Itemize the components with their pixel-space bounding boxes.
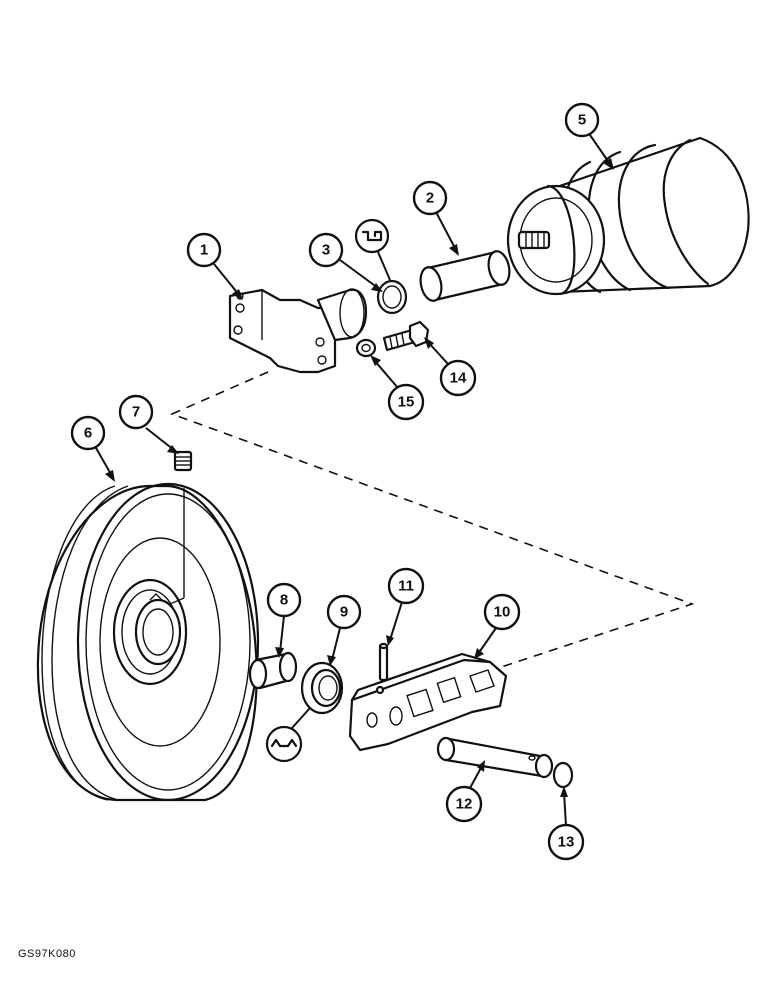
part-7-plug [173,450,193,472]
callout-14: 14 [439,359,477,397]
svg-text:5: 5 [578,112,586,129]
callout-6: 6 [70,415,106,451]
figure-reference-code: GS97K080 [18,948,76,960]
part-12-axle-pin [436,736,554,779]
svg-text:8: 8 [280,592,288,609]
svg-text:13: 13 [558,834,575,851]
section-symbol-icon [354,218,390,254]
svg-text:7: 7 [132,404,140,421]
part-11-pin [378,642,389,682]
svg-text:12: 12 [456,796,473,813]
callout-15: 15 [387,383,425,421]
callout-12: 12 [445,785,483,823]
part-2-sleeve [419,250,511,302]
part-14-bolt [382,320,430,352]
callout-1: 1 [186,232,222,268]
callout-11: 11 [387,567,425,605]
assembly-dashed-path [169,371,695,681]
part-8-bushing [248,651,298,690]
svg-text:2: 2 [426,190,434,207]
callout-9: 9 [326,594,362,630]
svg-text:11: 11 [398,578,414,595]
callout-8: 8 [266,582,302,618]
seal-section-symbol-icon [265,725,303,763]
callout-3: 3 [308,232,344,268]
part-6-idler-wheel [36,482,260,802]
svg-text:9: 9 [340,604,348,621]
part-5-roller-assembly [506,136,750,296]
svg-text:15: 15 [398,394,415,411]
svg-text:1: 1 [200,242,208,259]
callout-7: 7 [118,394,154,430]
part-9-seal [300,661,344,715]
part-10-yoke [348,652,508,752]
callout-13: 13 [547,823,585,861]
svg-text:10: 10 [494,604,511,621]
svg-text:3: 3 [322,242,330,259]
leader-lines [95,134,614,827]
svg-text:14: 14 [450,370,467,387]
part-1-bracket [228,288,368,374]
part-3-ring [376,279,408,315]
part-13-retaining-ring [552,761,574,789]
callout-5: 5 [564,102,600,138]
part-15-washer [355,338,377,358]
callout-2: 2 [412,180,448,216]
svg-text:6: 6 [84,425,92,442]
callout-10: 10 [483,593,521,631]
